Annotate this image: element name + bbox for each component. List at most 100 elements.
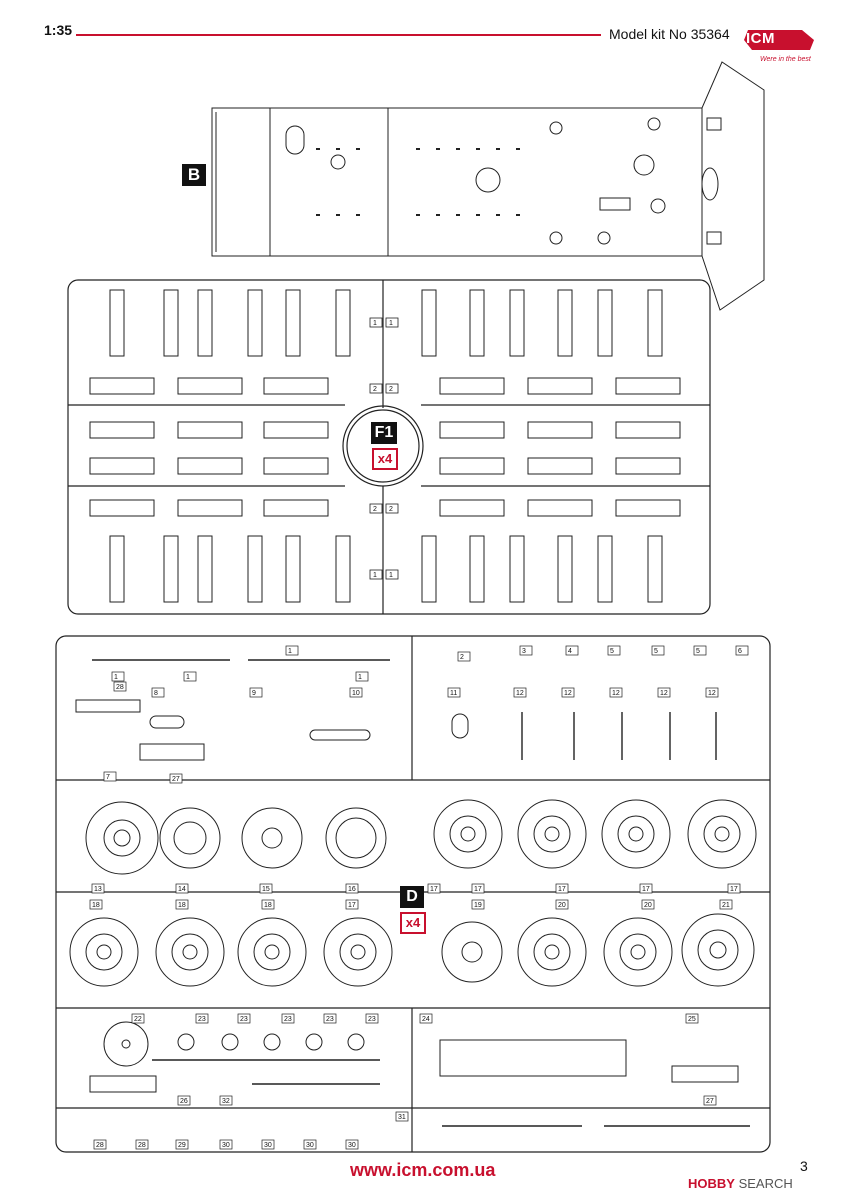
part-number-box [345, 1139, 359, 1150]
part-number-box [519, 645, 533, 656]
part-number-box [457, 651, 471, 662]
sprue-d-wheels [69, 699, 757, 1093]
part-number: 30 [222, 1142, 230, 1149]
part-number: 18 [92, 902, 100, 909]
part-number: 32 [222, 1098, 230, 1105]
part-number: 30 [264, 1142, 272, 1149]
part-number: 18 [264, 902, 272, 909]
part-number: 15 [262, 886, 270, 893]
part-number-box [323, 1013, 337, 1024]
part-number-box [685, 1013, 699, 1024]
part-number: 1 [288, 648, 292, 655]
sprue-d-letter: D [400, 886, 424, 908]
part-number-box [259, 883, 273, 894]
part-number-box [609, 687, 623, 698]
part-number-box [195, 1013, 209, 1024]
part-number-box [249, 687, 263, 698]
part-number: 1 [186, 674, 190, 681]
part-number: 12 [708, 690, 716, 697]
part-number: 14 [178, 886, 186, 893]
part-number: 5 [696, 648, 700, 655]
part-number-box [657, 687, 671, 698]
part-number-box [345, 883, 359, 894]
part-number-box [183, 671, 197, 682]
part-number: 6 [738, 648, 742, 655]
part-number-box [169, 773, 183, 784]
part-number: 25 [688, 1016, 696, 1023]
part-number-box [113, 681, 127, 692]
part-number-box [177, 1095, 191, 1106]
part-number: 28 [138, 1142, 146, 1149]
part-number: 23 [240, 1016, 248, 1023]
part-number: 28 [116, 684, 124, 691]
part-number-box [607, 645, 621, 656]
part-number-box [237, 1013, 251, 1024]
f1-label: 1 [373, 320, 377, 327]
part-number-box [261, 1139, 275, 1150]
part-number: 27 [172, 776, 180, 783]
part-number: 5 [654, 648, 658, 655]
part-number: 23 [198, 1016, 206, 1023]
part-number-box [261, 899, 275, 910]
part-number-box [111, 671, 125, 682]
part-number-box [91, 883, 105, 894]
part-number-box [175, 1139, 189, 1150]
part-number-box [219, 1139, 233, 1150]
part-number: 18 [178, 902, 186, 909]
part-number: 22 [134, 1016, 142, 1023]
part-number-box [561, 687, 575, 698]
sprue-f1-track-links [89, 289, 681, 603]
part-number: 17 [474, 886, 482, 893]
part-number-box [565, 645, 579, 656]
part-number-box [471, 899, 485, 910]
part-number: 12 [660, 690, 668, 697]
sprue-f1-frame [67, 279, 711, 615]
part-number-box [355, 671, 369, 682]
part-number: 16 [348, 886, 356, 893]
part-number-box [719, 899, 733, 910]
part-number-box [555, 899, 569, 910]
part-number-box [135, 1139, 149, 1150]
part-number-box [705, 687, 719, 698]
part-number-box [151, 687, 165, 698]
part-number-box [285, 645, 299, 656]
f1-label: 2 [389, 506, 393, 513]
f1-label: 1 [389, 320, 393, 327]
part-number: 31 [398, 1114, 406, 1121]
part-number-box [303, 1139, 317, 1150]
part-number: 20 [558, 902, 566, 909]
part-number-box [555, 883, 569, 894]
part-number: 12 [564, 690, 572, 697]
scale-label: 1:35 [44, 22, 73, 38]
sprue-f1-label-text: 1 1 2 2 2 2 1 1 [373, 320, 393, 579]
part-number-box [471, 883, 485, 894]
icm-logo [744, 30, 814, 50]
sprue-f1-count: x4 [372, 448, 398, 470]
part-number: 30 [348, 1142, 356, 1149]
part-number-box [219, 1095, 233, 1106]
part-number: 29 [178, 1142, 186, 1149]
header-rule [76, 34, 601, 36]
part-number: 20 [644, 902, 652, 909]
part-number: 8 [154, 690, 158, 697]
part-number-box [103, 771, 117, 782]
part-number: 2 [460, 654, 464, 661]
part-number-box [727, 883, 741, 894]
part-number-box [365, 1013, 379, 1024]
part-number: 17 [430, 886, 438, 893]
part-number: 11 [450, 690, 457, 697]
part-number: 23 [326, 1016, 334, 1023]
f1-label: 2 [389, 386, 393, 393]
part-number: 23 [368, 1016, 376, 1023]
part-number: 12 [612, 690, 620, 697]
logo-slogan: Were in the best [760, 56, 811, 63]
sprue-f1-letter: F1 [371, 422, 397, 444]
website-url[interactable]: www.icm.com.ua [350, 1160, 496, 1180]
f1-label: 2 [373, 506, 377, 513]
part-number: 10 [352, 690, 360, 697]
part-number-box [345, 899, 359, 910]
part-number-box [427, 883, 441, 894]
part-number-box [131, 1013, 145, 1024]
part-number: 7 [106, 774, 110, 781]
